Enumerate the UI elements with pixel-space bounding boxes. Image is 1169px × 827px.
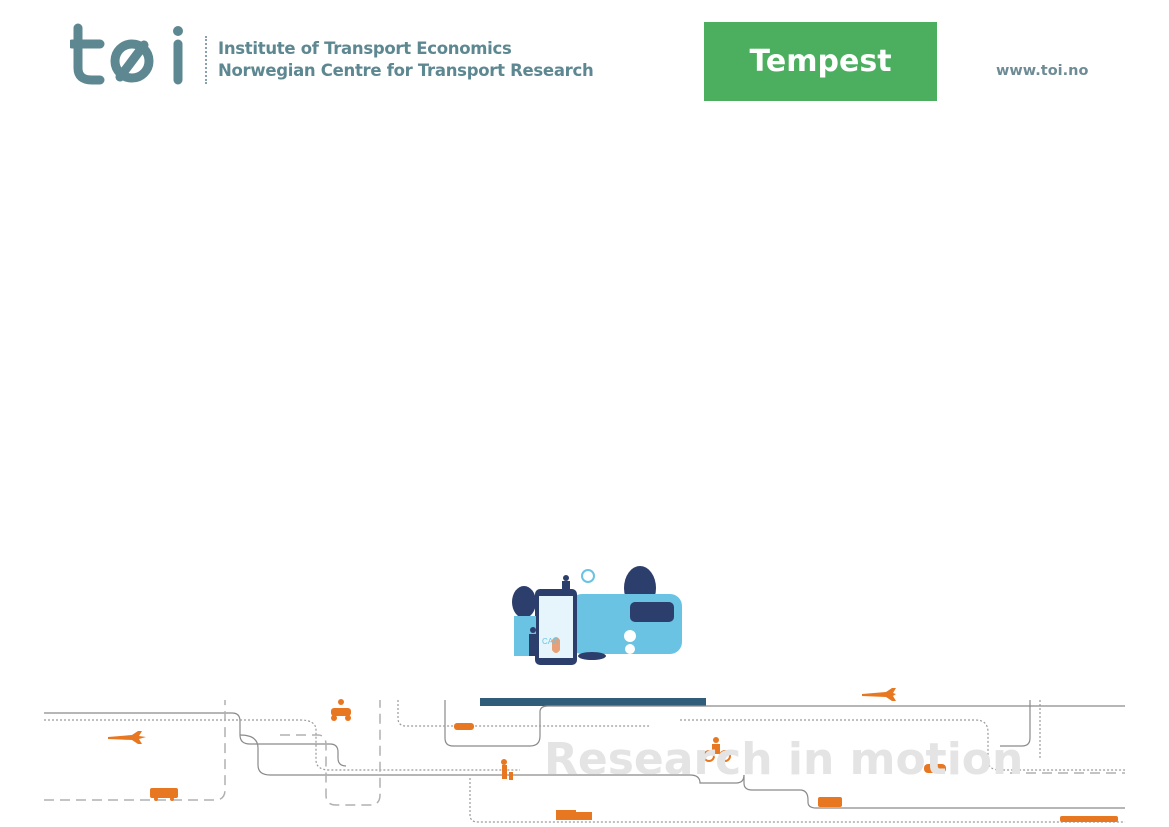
institute-name: Institute of Transport Economics Norwegi…: [218, 38, 594, 82]
truck-icon: [556, 810, 576, 820]
van-icon: [818, 797, 842, 807]
bus-icon: [150, 788, 178, 798]
header-divider: [205, 36, 207, 84]
route-line-3: [444, 700, 1125, 747]
tempest-logo-text: Tempest: [749, 44, 892, 79]
leaf-left: [512, 586, 536, 618]
route-line-2: [44, 719, 520, 771]
dashed-route-left: [44, 700, 226, 801]
scooter-icon: [331, 708, 351, 716]
route-line-9: [1000, 700, 1031, 747]
institute-line-2: Norwegian Centre for Transport Research: [218, 61, 594, 80]
route-line-7: [743, 775, 1125, 809]
dashed-route-center: [280, 700, 381, 806]
car-icon: [924, 764, 946, 773]
route-line-6: [680, 719, 1125, 771]
airplane-icon-left: [108, 731, 146, 744]
train-icon: [1060, 816, 1118, 822]
airplane-icon-right: [862, 688, 896, 701]
map-pin: [581, 569, 595, 583]
transport-routes-graphic: [44, 688, 1125, 823]
toi-logo: [70, 23, 183, 85]
route-line-4: [397, 700, 650, 727]
svg-text:CAR: CAR: [542, 637, 559, 646]
institute-line-1: Institute of Transport Economics: [218, 39, 512, 58]
tempest-logo: Tempest: [704, 22, 937, 101]
cyclist-icon: [712, 744, 720, 754]
route-line-8: [469, 778, 1125, 823]
car-icon-small: [454, 723, 474, 730]
car-sharing-illustration: CAR: [480, 544, 706, 706]
route-line-1: [44, 712, 347, 767]
website-link[interactable]: www.toi.no: [996, 63, 1089, 79]
tagline: Research in motion: [544, 734, 1024, 785]
route-line-5: [239, 734, 745, 784]
pedestrian-icon: [502, 765, 507, 779]
